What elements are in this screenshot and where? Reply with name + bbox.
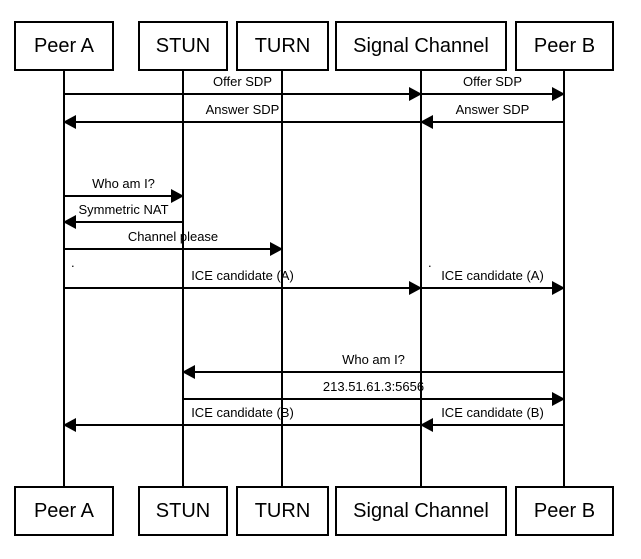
participant-top-turn: TURN — [236, 21, 329, 71]
message-label: Offer SDP — [462, 74, 522, 89]
participant-label: Signal Channel — [353, 499, 489, 522]
participant-label: STUN — [155, 499, 211, 522]
participant-label: Peer A — [33, 499, 95, 522]
participant-top-signal-channel: Signal Channel — [335, 21, 507, 71]
participant-label: TURN — [254, 34, 311, 57]
message-label: Answer SDP — [205, 102, 280, 117]
message-label: Who am I? — [342, 352, 405, 367]
message-ice-candidate-a-peera-to-signal: ICE candidate (A) — [64, 268, 422, 295]
message-answer-sdp-peerb-to-signal: Answer SDP — [420, 102, 564, 129]
message-label: Answer SDP — [455, 102, 530, 117]
arrowhead-left-icon — [63, 215, 76, 229]
participant-label: Signal Channel — [353, 34, 489, 57]
arrowhead-right-icon — [552, 87, 565, 101]
message-ice-candidate-a-signal-to-peerb: ICE candidate (A) — [421, 268, 565, 295]
message-label: Symmetric NAT — [78, 202, 169, 217]
arrowhead-right-icon — [552, 392, 565, 406]
ellipsis-dot: . — [428, 255, 432, 270]
message-who-am-i-peera-to-stun: Who am I? — [64, 176, 184, 203]
message-offer-sdp-peera-to-signal: Offer SDP — [64, 74, 422, 101]
arrowhead-left-icon — [63, 115, 76, 129]
message-label: ICE candidate (B) — [441, 405, 544, 420]
arrowhead-left-icon — [420, 115, 433, 129]
participant-bottom-stun: STUN — [138, 486, 228, 536]
ellipsis-dot: . — [71, 255, 75, 270]
arrowhead-left-icon — [182, 365, 195, 379]
arrowhead-left-icon — [420, 418, 433, 432]
participant-top-peer-b: Peer B — [515, 21, 614, 71]
lifeline-peer-b — [563, 71, 565, 486]
message-label: Channel please — [127, 229, 219, 244]
participant-bottom-peer-a: Peer A — [14, 486, 114, 536]
participant-label: STUN — [155, 34, 211, 57]
arrowhead-left-icon — [63, 418, 76, 432]
message-label: ICE candidate (B) — [191, 405, 294, 420]
participant-bottom-turn: TURN — [236, 486, 329, 536]
lifeline-signal-channel — [420, 71, 422, 486]
message-ice-candidate-b-signal-to-peera: ICE candidate (B) — [63, 405, 421, 432]
lifeline-peer-a — [63, 71, 65, 486]
arrowhead-right-icon — [409, 87, 422, 101]
participant-label: Peer B — [533, 499, 596, 522]
message-label: Offer SDP — [212, 74, 272, 89]
message-label: ICE candidate (A) — [191, 268, 294, 283]
arrowhead-right-icon — [409, 281, 422, 295]
message-ice-candidate-b-peerb-to-signal: ICE candidate (B) — [420, 405, 564, 432]
participant-bottom-peer-b: Peer B — [515, 486, 614, 536]
message-label: Who am I? — [92, 176, 155, 191]
participant-top-stun: STUN — [138, 21, 228, 71]
message-label: ICE candidate (A) — [441, 268, 544, 283]
message-symmetric-nat-stun-to-peera: Symmetric NAT — [63, 202, 183, 229]
message-stun-address-stun-to-peerb: 213.51.61.3:5656 — [183, 379, 565, 406]
message-offer-sdp-signal-to-peerb: Offer SDP — [421, 74, 565, 101]
message-channel-please-peera-to-turn: Channel please — [64, 229, 283, 256]
participant-bottom-signal-channel: Signal Channel — [335, 486, 507, 536]
participant-label: TURN — [254, 499, 311, 522]
arrowhead-right-icon — [171, 189, 184, 203]
participant-label: Peer B — [533, 34, 596, 57]
lifeline-stun — [182, 71, 184, 486]
message-answer-sdp-signal-to-peera: Answer SDP — [63, 102, 421, 129]
arrowhead-right-icon — [270, 242, 283, 256]
lifeline-turn — [281, 71, 283, 486]
message-who-am-i-peerb-to-stun: Who am I? — [182, 352, 564, 379]
participant-label: Peer A — [33, 34, 95, 57]
arrowhead-right-icon — [552, 281, 565, 295]
message-label: 213.51.61.3:5656 — [322, 379, 425, 394]
participant-top-peer-a: Peer A — [14, 21, 114, 71]
